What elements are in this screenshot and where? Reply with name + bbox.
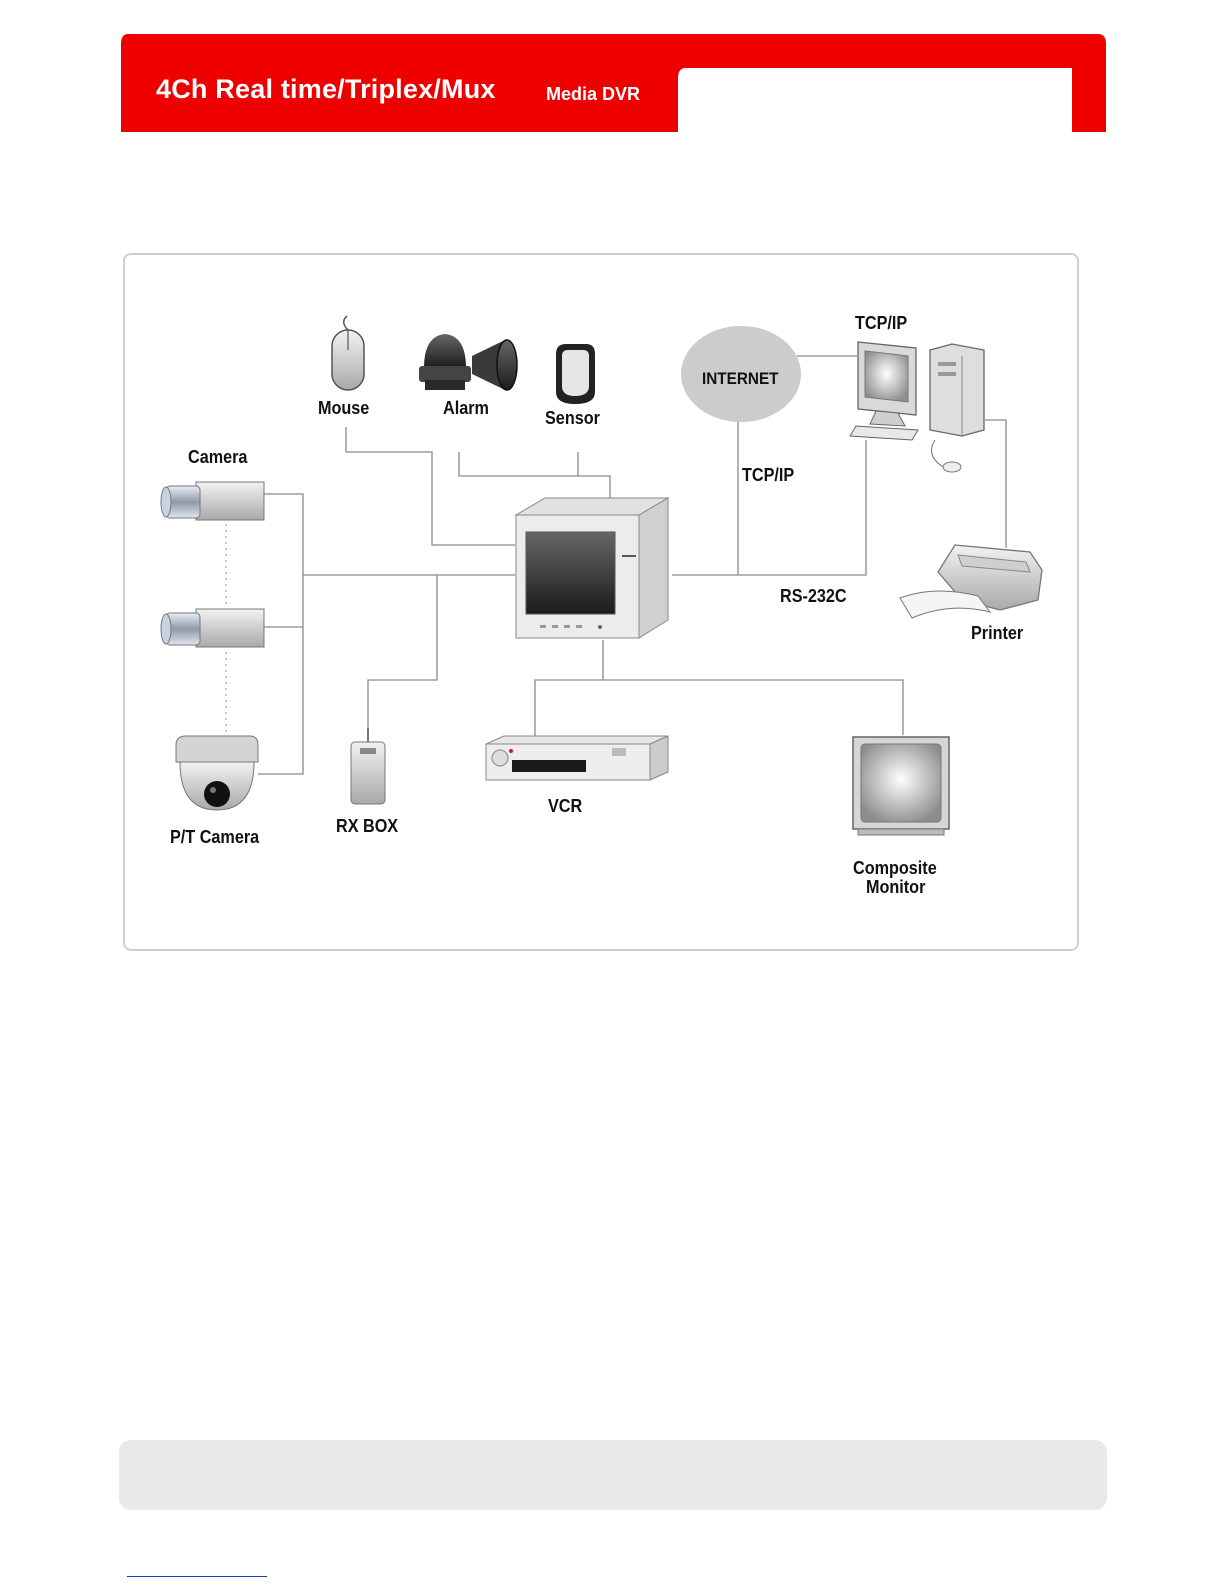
- label-sensor: Sensor: [545, 408, 600, 429]
- printer-icon: [900, 545, 1042, 618]
- footer-link-underline[interactable]: [127, 1576, 267, 1577]
- label-internet: INTERNET: [702, 369, 779, 389]
- rx-box-icon: [351, 728, 385, 804]
- sensor-icon: [556, 344, 595, 404]
- label-tcpip-top: TCP/IP: [855, 313, 907, 334]
- composite-monitor-icon: [853, 737, 949, 835]
- label-monitor: Monitor: [866, 877, 925, 898]
- label-mouse: Mouse: [318, 398, 369, 419]
- label-pt-camera: P/T Camera: [170, 827, 259, 848]
- label-rs232c: RS-232C: [780, 586, 847, 607]
- label-composite: Composite: [853, 858, 937, 879]
- footer-bar: [119, 1440, 1107, 1510]
- label-tcpip-mid: TCP/IP: [742, 465, 794, 486]
- label-printer: Printer: [971, 623, 1023, 644]
- vcr-icon: [486, 736, 668, 780]
- alarm-icon: [419, 334, 517, 390]
- camera-1-icon: [161, 482, 264, 520]
- camera-2-icon: [161, 609, 264, 647]
- pt-camera-icon: [176, 736, 258, 810]
- pc-icon: [850, 342, 984, 472]
- dvr-icon: [516, 498, 668, 638]
- label-rx-box: RX BOX: [336, 816, 398, 837]
- label-vcr: VCR: [548, 796, 582, 817]
- mouse-icon: [332, 316, 364, 390]
- label-camera: Camera: [188, 447, 247, 468]
- label-alarm: Alarm: [443, 398, 489, 419]
